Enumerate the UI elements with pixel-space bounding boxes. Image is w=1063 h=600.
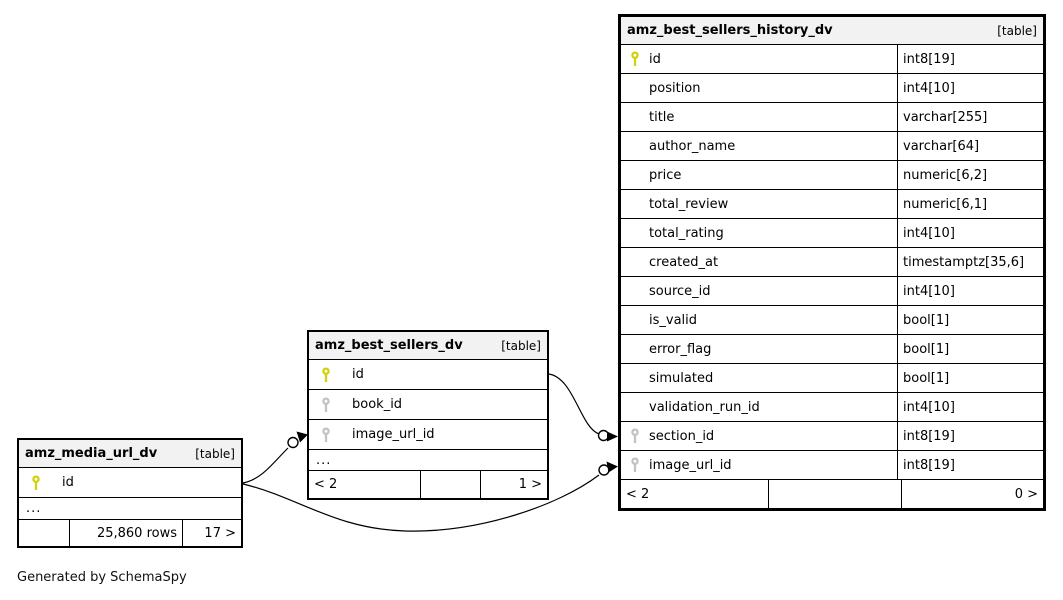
table-row: created_at timestamptz[35,6]	[621, 248, 1043, 277]
column-name: section_id	[649, 428, 715, 444]
primary-key-icon	[30, 474, 41, 491]
column-type: int4[10]	[897, 74, 1043, 102]
table-node-amz-best-sellers-history-dv[interactable]: amz_best_sellers_history_dv [table] id i…	[618, 14, 1046, 511]
table-title[interactable]: amz_best_sellers_history_dv	[627, 23, 833, 38]
table-node-amz-media-url-dv[interactable]: amz_media_url_dv [table] id ... 25,860 r…	[17, 438, 243, 548]
column-type: numeric[6,1]	[897, 190, 1043, 218]
table-row: title varchar[255]	[621, 103, 1043, 132]
footer-children-count: < 2	[314, 477, 338, 492]
column-name: book_id	[352, 397, 403, 412]
fk-edge-sellers-image-url-id-to-media-id	[242, 431, 308, 484]
footer-rows-count	[768, 480, 901, 508]
footer-parents-count: 0 >	[901, 480, 1043, 508]
column-type: int4[10]	[897, 219, 1043, 247]
column-type: int8[19]	[897, 422, 1043, 450]
column-name: total_review	[649, 196, 729, 212]
table-row: id	[309, 360, 547, 390]
primary-key-icon	[629, 51, 640, 67]
column-name: image_url_id	[649, 457, 732, 473]
table-type-tag: [table]	[501, 338, 541, 353]
column-type: int4[10]	[897, 277, 1043, 305]
table-footer: 25,860 rows 17 >	[19, 520, 241, 546]
table-node-amz-best-sellers-dv[interactable]: amz_best_sellers_dv [table] id book_id i…	[307, 330, 549, 500]
column-name: id	[62, 475, 74, 490]
footer-rows-count	[420, 471, 480, 498]
footer-rows-count: 25,860 rows	[69, 520, 182, 546]
table-row: position int4[10]	[621, 74, 1043, 103]
table-title[interactable]: amz_media_url_dv	[25, 446, 158, 461]
column-name: price	[649, 167, 682, 183]
column-name: id	[649, 51, 661, 67]
column-type: varchar[255]	[897, 103, 1043, 131]
column-name: id	[352, 367, 364, 382]
table-row: id int8[19]	[621, 45, 1043, 74]
column-name: simulated	[649, 370, 714, 386]
table-row: author_name varchar[64]	[621, 132, 1043, 161]
table-row: source_id int4[10]	[621, 277, 1043, 306]
column-type: bool[1]	[897, 335, 1043, 363]
hidden-columns-ellipsis: ...	[309, 450, 547, 471]
column-name: error_flag	[649, 341, 712, 357]
column-name: title	[649, 109, 675, 125]
primary-key-icon	[320, 366, 331, 383]
column-type: int8[19]	[897, 451, 1043, 479]
column-name: position	[649, 80, 701, 96]
foreign-key-icon	[320, 426, 331, 443]
table-row: total_rating int4[10]	[621, 219, 1043, 248]
table-row: is_valid bool[1]	[621, 306, 1043, 335]
hidden-columns-ellipsis: ...	[19, 498, 241, 520]
table-type-tag: [table]	[997, 23, 1037, 38]
fk-edge-history-section-id-to-sellers-id	[548, 373, 618, 442]
table-row: image_url_id int8[19]	[621, 451, 1043, 480]
table-row: simulated bool[1]	[621, 364, 1043, 393]
table-header[interactable]: amz_best_sellers_dv [table]	[309, 332, 547, 360]
foreign-key-icon	[320, 396, 331, 413]
table-footer: < 2 1 >	[309, 471, 547, 498]
foreign-key-icon	[629, 457, 640, 473]
column-name: source_id	[649, 283, 711, 299]
footer-parents-count: 17 >	[182, 520, 241, 546]
column-type: bool[1]	[897, 364, 1043, 392]
table-header[interactable]: amz_best_sellers_history_dv [table]	[621, 17, 1043, 45]
table-row: error_flag bool[1]	[621, 335, 1043, 364]
column-name: total_rating	[649, 225, 724, 241]
column-name: image_url_id	[352, 427, 435, 442]
table-row: price numeric[6,2]	[621, 161, 1043, 190]
table-row: section_id int8[19]	[621, 422, 1043, 451]
table-row: image_url_id	[309, 420, 547, 450]
column-name: is_valid	[649, 312, 698, 328]
column-name: validation_run_id	[649, 399, 760, 415]
column-type: timestamptz[35,6]	[897, 248, 1043, 276]
generated-by-note: Generated by SchemaSpy	[17, 570, 187, 585]
column-type: int8[19]	[897, 45, 1043, 73]
table-footer: < 2 0 >	[621, 480, 1043, 508]
table-row: validation_run_id int4[10]	[621, 393, 1043, 422]
column-name: created_at	[649, 254, 719, 270]
table-row: book_id	[309, 390, 547, 420]
foreign-key-icon	[629, 428, 640, 444]
footer-parents-count: 1 >	[480, 471, 547, 498]
table-type-tag: [table]	[195, 446, 235, 461]
column-type: int4[10]	[897, 393, 1043, 421]
table-header[interactable]: amz_media_url_dv [table]	[19, 440, 241, 468]
column-type: numeric[6,2]	[897, 161, 1043, 189]
footer-children-count	[19, 520, 69, 546]
table-title[interactable]: amz_best_sellers_dv	[315, 338, 463, 353]
footer-children-count: < 2	[626, 486, 650, 502]
column-type: varchar[64]	[897, 132, 1043, 160]
column-name: author_name	[649, 138, 736, 154]
column-type: bool[1]	[897, 306, 1043, 334]
table-row: total_review numeric[6,1]	[621, 190, 1043, 219]
table-row: id	[19, 468, 241, 498]
